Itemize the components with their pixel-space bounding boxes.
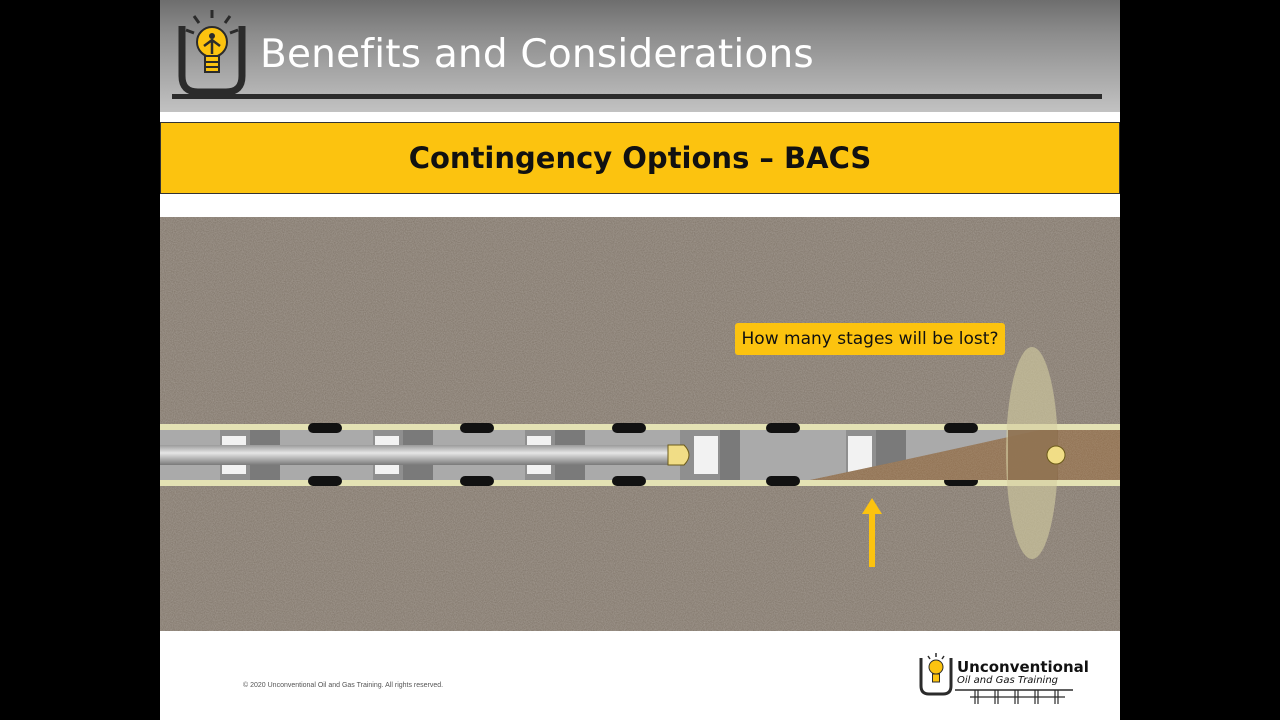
section-banner: Contingency Options – BACS: [160, 122, 1120, 194]
header-divider: [172, 94, 1102, 99]
lightbulb-logo-icon: [919, 653, 953, 696]
lightbulb-logo-icon: [178, 10, 246, 96]
work-string: [160, 445, 670, 465]
logo-line1: Unconventional: [957, 658, 1089, 676]
bha-tool: [667, 444, 690, 466]
copyright-text: © 2020 Unconventional Oil and Gas Traini…: [243, 682, 444, 689]
wellbore-illustration: [160, 217, 1120, 631]
slide: Benefits and Considerations Contingency …: [160, 0, 1120, 720]
footer-logo: Unconventional Oil and Gas Training: [917, 648, 1089, 708]
question-callout: How many stages will be lost?: [735, 323, 1005, 355]
up-arrow-icon: [862, 498, 882, 567]
banner-title: Contingency Options – BACS: [408, 141, 872, 175]
callout-text: How many stages will be lost?: [741, 329, 999, 349]
ball-icon: [1046, 445, 1066, 465]
page-title: Benefits and Considerations: [260, 32, 814, 77]
logo-ground-lines: [955, 689, 1073, 704]
logo-line2: Oil and Gas Training: [957, 675, 1059, 686]
slide-header: Benefits and Considerations: [160, 0, 1120, 112]
